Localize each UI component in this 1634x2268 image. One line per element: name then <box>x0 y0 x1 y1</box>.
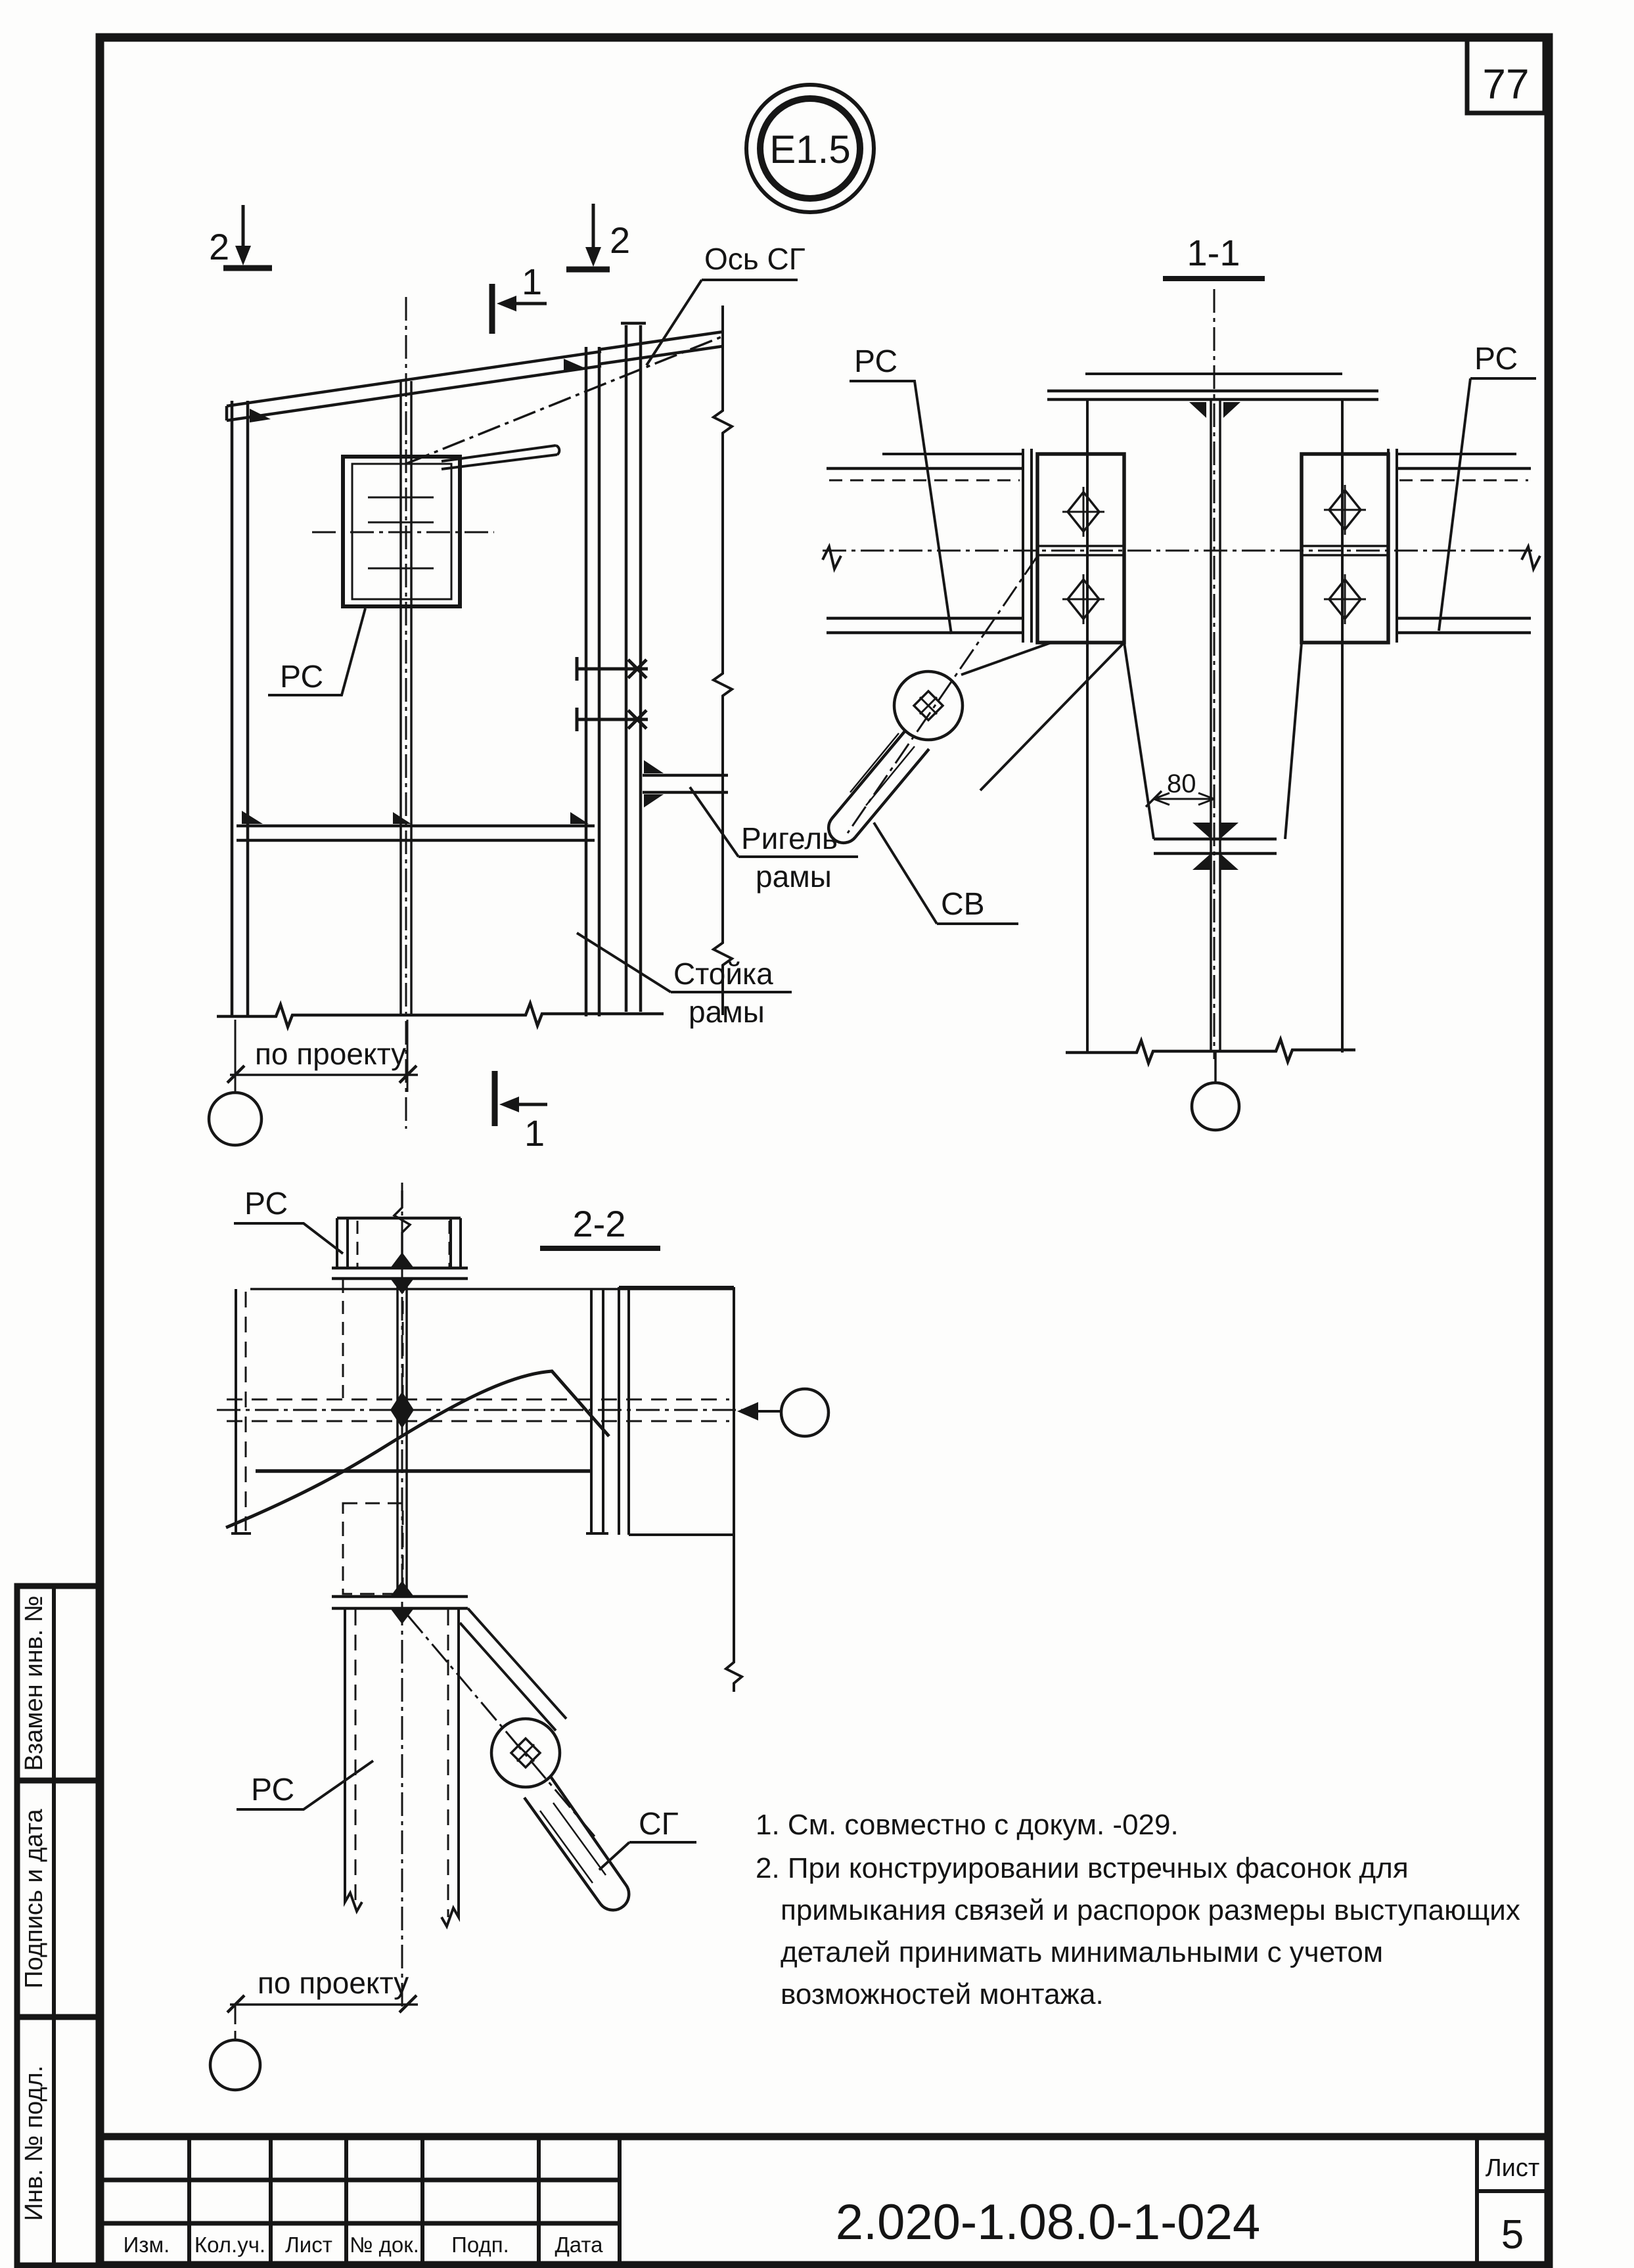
section-marker-1-bottom: 1 <box>524 1112 545 1154</box>
col-list: Лист <box>285 2233 332 2257</box>
view-section-2-2: 2-2 РС <box>208 1183 830 2092</box>
arrow-down-icon <box>585 247 601 267</box>
arrow-left-icon <box>737 1402 758 1420</box>
brace-lug <box>892 669 965 742</box>
bolt-marker <box>575 708 648 731</box>
grid-bubble <box>779 1387 830 1438</box>
col-data: Дата <box>555 2233 603 2257</box>
col-podp: Подп. <box>451 2233 509 2257</box>
bolt-symbol <box>1062 487 1104 537</box>
node-reference-bubble: E1.5 <box>744 83 876 214</box>
col-koluch: Кол.уч. <box>194 2233 265 2257</box>
sheet-word-label: Лист <box>1486 2154 1540 2182</box>
dim-po-proektu: по проекту <box>255 1037 406 1071</box>
page-number: 77 <box>1482 60 1529 108</box>
section-marker-2-mid: 2 <box>610 219 630 261</box>
bolt-symbol-square <box>912 689 945 722</box>
view-section-1-1: 1-1 <box>821 232 1541 1132</box>
sheet-number-value: 5 <box>1501 2212 1524 2257</box>
bolt-symbol <box>1062 574 1104 624</box>
axis-sg-label: Ось СГ <box>704 242 806 276</box>
section-marker-1-top: 1 <box>522 261 542 302</box>
sv-brace <box>827 729 930 844</box>
page-frame: 77 <box>95 33 1553 2268</box>
title-block: Изм. Кол.уч. Лист № док. Подп. Дата 2.02… <box>100 2133 1549 2265</box>
arrow-down-icon <box>235 246 251 265</box>
grid-bubble <box>208 2038 262 2092</box>
sidebar-vzamen-label: Взамен инв. № <box>20 1596 48 1771</box>
rigel-ramy-label2: рамы <box>756 859 832 894</box>
hidden-outline <box>342 1502 404 1595</box>
bolt-symbol-square <box>509 1736 542 1769</box>
bracket-plate <box>1035 452 1126 645</box>
bolt-marker <box>575 657 648 681</box>
sg-label: СГ <box>639 1807 679 1842</box>
note-line-3: примыкания связей и распорок размеры выс… <box>781 1894 1520 1926</box>
document-number: 2.020-1.08.0-1-024 <box>836 2194 1260 2250</box>
grid-bubble <box>1190 1081 1241 1132</box>
note-line-4: деталей принимать минимальными с учетом <box>781 1936 1383 1968</box>
sidebar-inv-label: Инв. № подл. <box>20 2066 48 2221</box>
sidebar-frame-boxes: Взамен инв. № Подпись и дата Инв. № подл… <box>14 1583 103 2268</box>
sidebar-podpis-label: Подпись и дата <box>20 1808 48 1988</box>
break-line <box>711 306 735 1015</box>
note-line-5: возможностей монтажа. <box>781 1978 1104 2010</box>
col-ndok: № док. <box>350 2233 419 2257</box>
dim-po-proektu-2: по проекту <box>258 1966 409 2000</box>
section-marker-2-left: 2 <box>209 226 229 267</box>
rigel-ramy-label: Ригель <box>741 821 838 855</box>
note-line-1: 1. См. совместно с докум. -029. <box>756 1809 1179 1841</box>
stoika-ramy-label: Стойка <box>673 957 773 991</box>
notes-block: 1. См. совместно с докум. -029. 2. При к… <box>756 1809 1520 2010</box>
curved-leader <box>225 1369 610 1530</box>
col-izm: Изм. <box>124 2233 170 2257</box>
page-number-box <box>1464 35 1547 116</box>
section-2-2-title: 2-2 <box>573 1203 626 1244</box>
rs-label-22-top: РС <box>244 1187 288 1221</box>
sg-brace <box>523 1775 631 1912</box>
revision-row-labels: Изм. Кол.уч. Лист № док. Подп. Дата <box>124 2233 604 2257</box>
dim-80: 80 <box>1167 769 1196 798</box>
rs-label-elevation: РС <box>280 660 323 694</box>
stoika-ramy-label2: рамы <box>689 995 765 1029</box>
arrow-left-icon <box>499 1097 519 1112</box>
node-reference-label: E1.5 <box>769 127 850 171</box>
rs-label-11-right: РС <box>1474 342 1518 376</box>
brace-lug <box>489 1717 562 1789</box>
bolt-symbol <box>1324 574 1366 624</box>
rs-label-11-left: РС <box>854 344 897 379</box>
section-1-1-title: 1-1 <box>1187 232 1240 273</box>
note-line-2: 2. При конструировании встречных фасонок… <box>756 1852 1409 1884</box>
sv-label: СВ <box>941 887 985 922</box>
axis-sg-line <box>407 335 723 465</box>
bolt-symbol <box>1324 485 1366 535</box>
arrow-left-icon <box>497 296 516 311</box>
rs-label-22-bottom: РС <box>251 1773 294 1807</box>
grid-bubble <box>207 1091 263 1147</box>
view-elevation: 2 2 1 Ось СГ <box>207 204 858 1154</box>
